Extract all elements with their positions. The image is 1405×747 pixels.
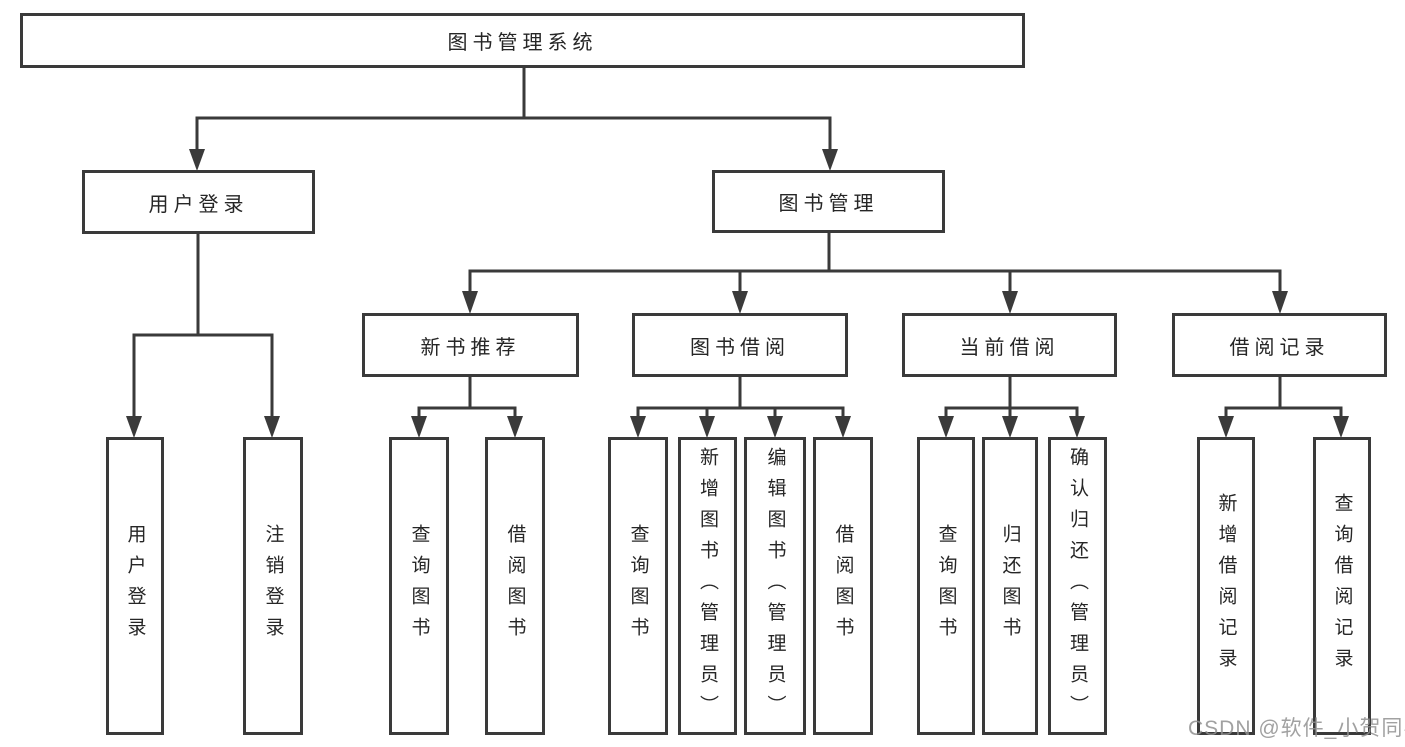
leaf-borrow-books-recommend-label: 借阅图书 [504, 524, 526, 648]
arrowhead-logout-leaf [264, 416, 280, 438]
node-borrow-records: 借阅记录 [1172, 313, 1387, 377]
node-book-management-label: 图书管理 [778, 193, 879, 215]
node-current-borrow: 当前借阅 [902, 313, 1117, 377]
leaf-add-borrow-record: 新增借阅记录 [1197, 437, 1255, 735]
node-user-login-label: 用户登录 [148, 193, 249, 216]
arrowhead-leaf [699, 416, 715, 438]
arrowhead-book-borrow [732, 291, 748, 314]
arrowhead-leaf [938, 416, 954, 438]
leaf-query-borrow-record: 查询借阅记录 [1313, 437, 1371, 735]
node-new-book-recommend-label: 新书推荐 [420, 336, 521, 359]
leaf-query-books-recommend-label: 查询图书 [408, 524, 430, 648]
leaf-return-books-label: 归还图书 [999, 524, 1021, 648]
node-book-borrow: 图书借阅 [632, 313, 848, 377]
arrowhead-leaf [1069, 416, 1085, 438]
node-current-borrow-label: 当前借阅 [959, 336, 1060, 359]
leaf-edit-books-admin: 编辑图书（管理员） [744, 437, 806, 735]
arrowhead-leaf [411, 416, 427, 438]
leaf-add-borrow-record-label: 新增借阅记录 [1215, 493, 1237, 679]
leaf-confirm-return-admin-label: 确认归还（管理员） [1067, 446, 1088, 726]
leaf-query-borrow-record-label: 查询借阅记录 [1331, 493, 1353, 679]
node-book-borrow-label: 图书借阅 [690, 336, 790, 359]
arrowhead-leaf [507, 416, 523, 438]
watermark: CSDN @软件_小贺同学 [1188, 717, 1405, 740]
node-new-book-recommend: 新书推荐 [362, 313, 579, 377]
arrowhead-new-book [462, 291, 478, 314]
leaf-query-books-borrow-label: 查询图书 [627, 524, 649, 648]
node-root-label: 图书管理系统 [447, 32, 598, 54]
leaf-query-books-current-label: 查询图书 [935, 524, 957, 648]
arrowhead-leaf [767, 416, 783, 438]
leaf-return-books: 归还图书 [982, 437, 1038, 735]
leaf-borrow-books-label: 借阅图书 [832, 524, 854, 648]
node-user-login: 用户登录 [82, 170, 315, 234]
leaf-add-books-admin: 新增图书（管理员） [678, 437, 737, 735]
leaf-borrow-books-recommend: 借阅图书 [485, 437, 545, 735]
arrowhead-current-borrow [1002, 291, 1018, 314]
leaf-logout: 注销登录 [243, 437, 303, 735]
leaf-confirm-return-admin: 确认归还（管理员） [1048, 437, 1107, 735]
leaf-user-login-label: 用户登录 [124, 524, 146, 648]
leaf-query-books-current: 查询图书 [917, 437, 975, 735]
arrowhead-leaf [630, 416, 646, 438]
arrowhead-leaf [835, 416, 851, 438]
arrowhead-borrow-records [1272, 291, 1288, 314]
node-book-management: 图书管理 [712, 170, 945, 233]
arrowhead-book-management [822, 149, 838, 171]
node-root: 图书管理系统 [20, 13, 1025, 68]
leaf-add-books-admin-label: 新增图书（管理员） [697, 446, 718, 726]
arrowhead-leaf [1218, 416, 1234, 438]
leaf-edit-books-admin-label: 编辑图书（管理员） [764, 446, 786, 726]
leaf-query-books-borrow: 查询图书 [608, 437, 668, 735]
arrowhead-leaf [1333, 416, 1349, 438]
node-borrow-records-label: 借阅记录 [1229, 336, 1330, 359]
leaf-logout-label: 注销登录 [262, 524, 284, 648]
leaf-user-login: 用户登录 [106, 437, 164, 735]
leaf-borrow-books: 借阅图书 [813, 437, 873, 735]
arrowhead-user-login [189, 149, 205, 171]
leaf-query-books-recommend: 查询图书 [389, 437, 449, 735]
arrowhead-login-leaf [126, 416, 142, 438]
arrowhead-leaf [1002, 416, 1018, 438]
